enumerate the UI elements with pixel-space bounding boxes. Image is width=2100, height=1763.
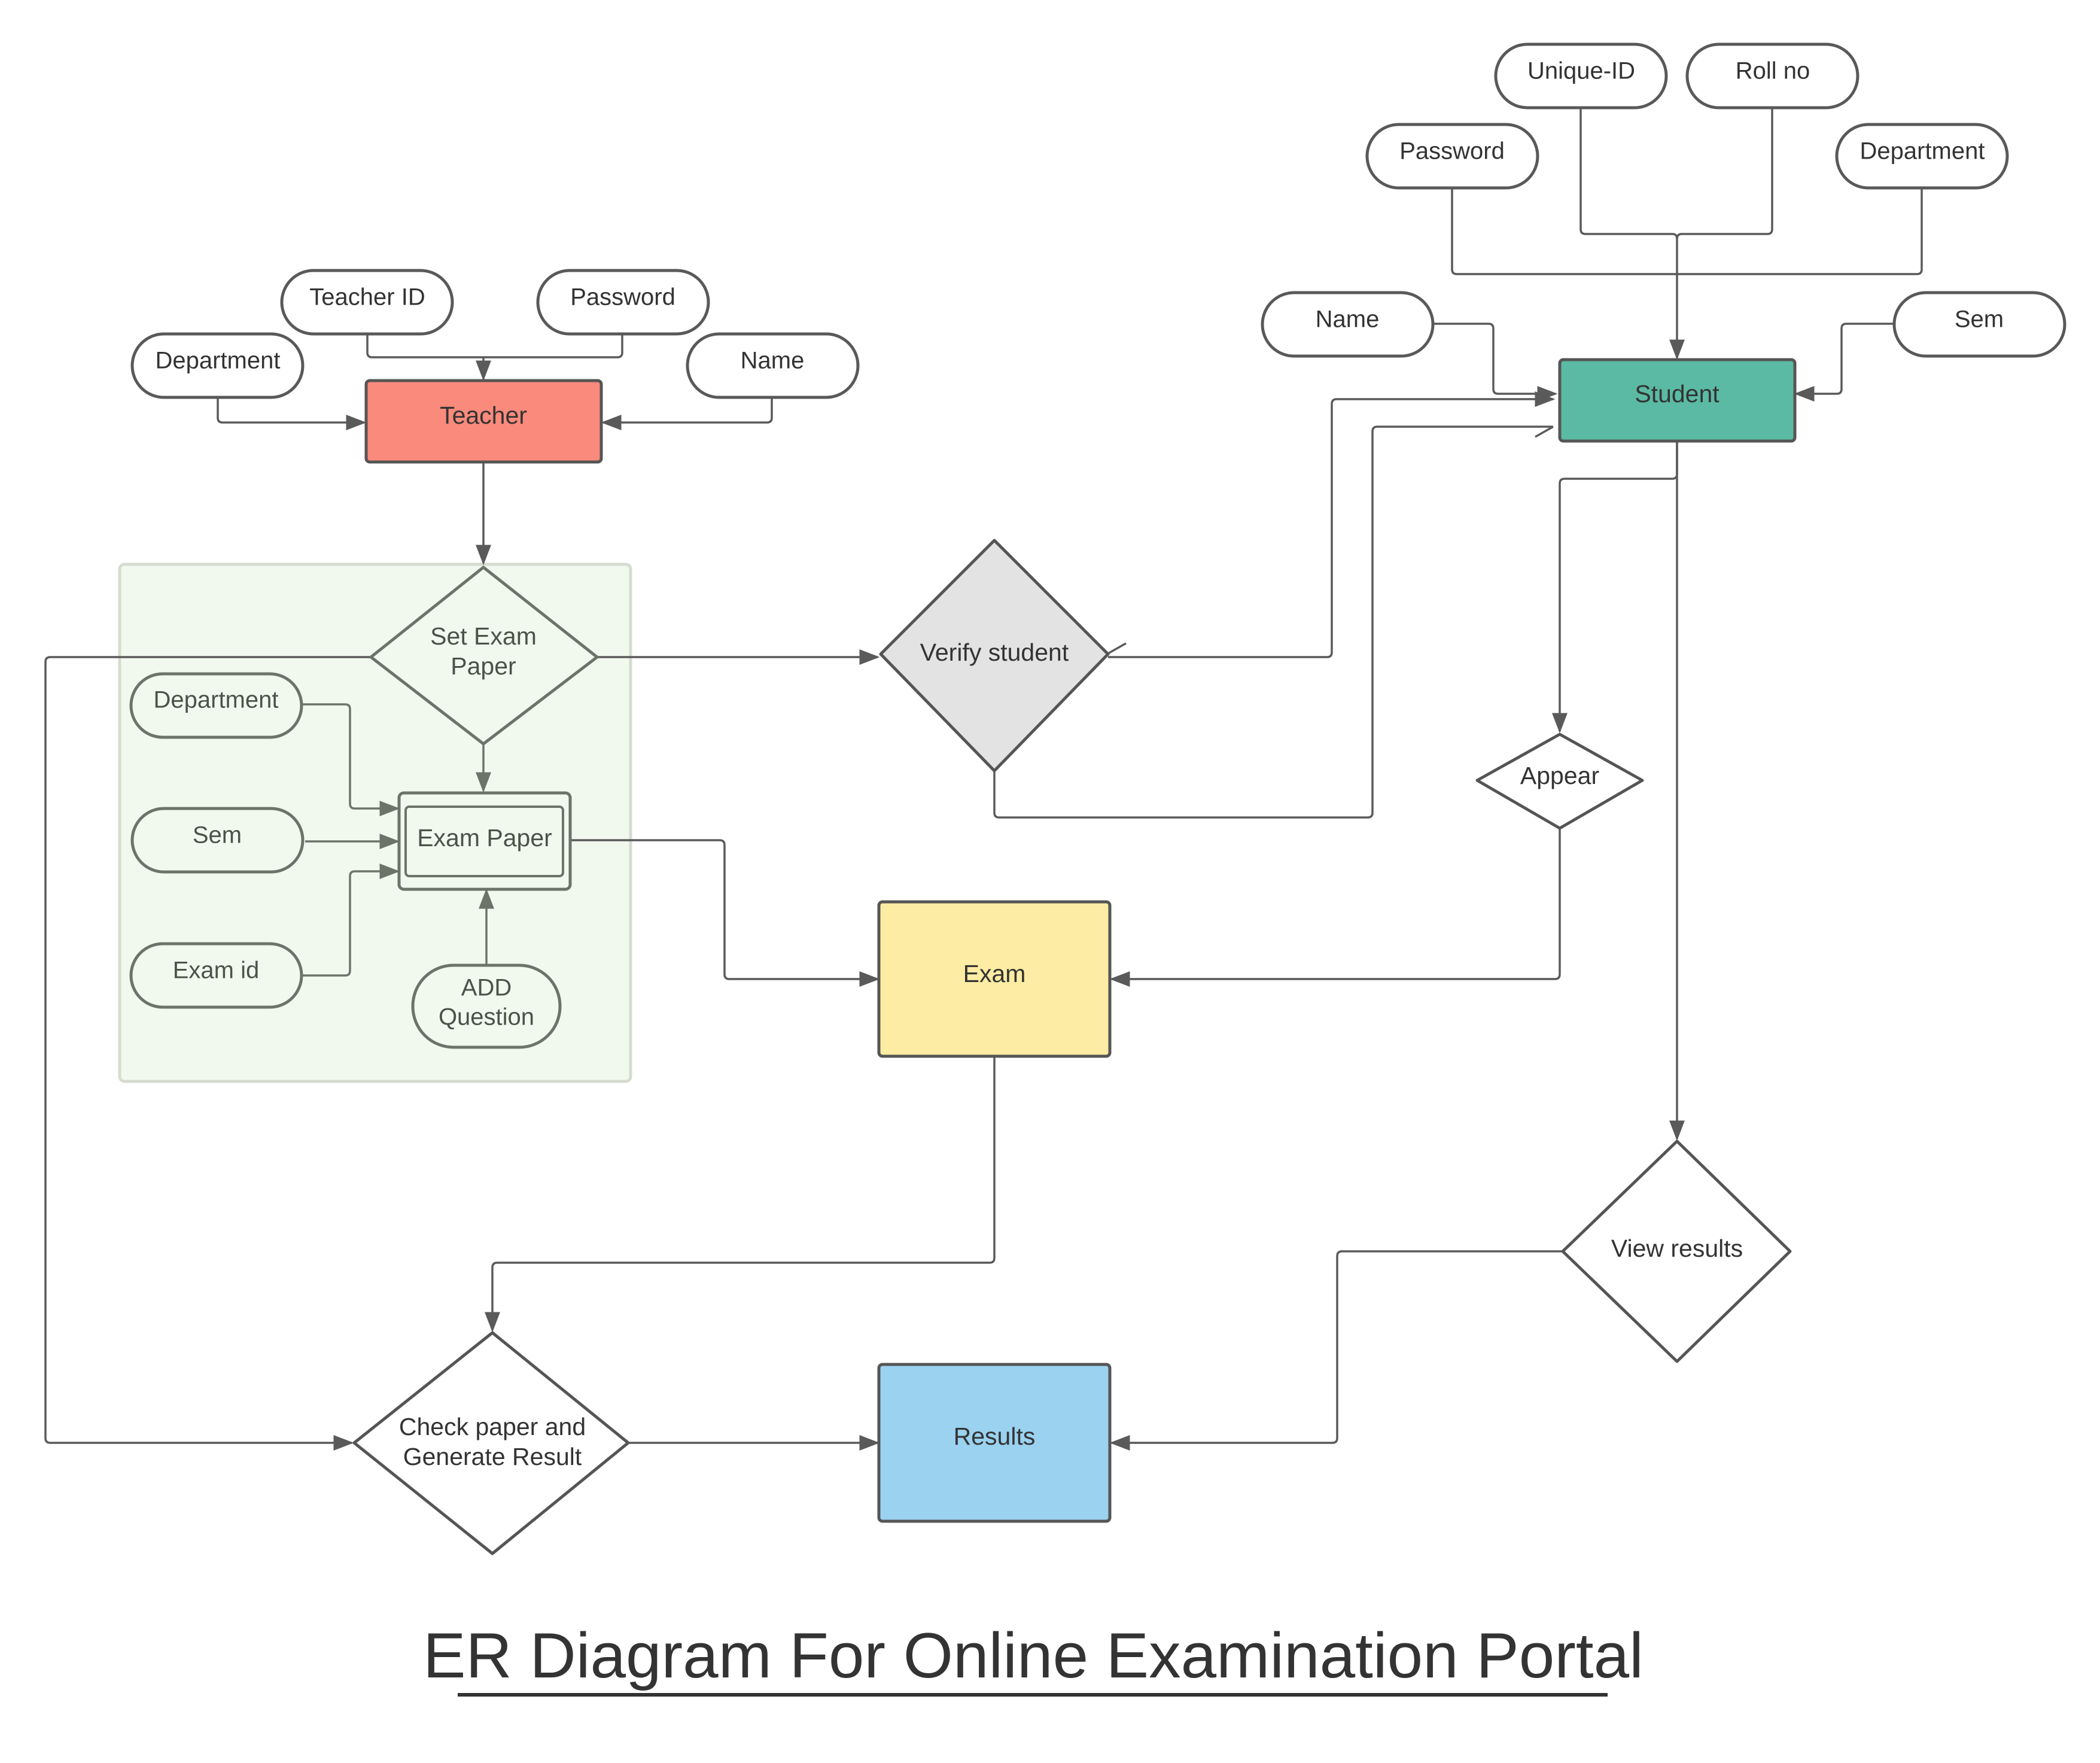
entity-results: Results <box>877 1363 1112 1523</box>
edge-verify-student-lower <box>993 425 1553 819</box>
edge-verify-tick <box>1107 642 1127 655</box>
teacher-attr-password: Password <box>536 269 710 336</box>
edge-sem-student <box>1794 323 1893 402</box>
edge-uniqueid-student <box>1579 108 1685 360</box>
student-attr-roll-no: Roll no <box>1685 42 1859 110</box>
rel-check-paper-label-line2: Generate Result <box>403 1443 582 1470</box>
exam-paper-attr-department-label: Department <box>154 687 279 713</box>
rel-appear: Appear <box>1475 732 1644 830</box>
edge-appear-exam <box>1109 828 1561 987</box>
rel-view-results-label: View results <box>1611 1235 1743 1262</box>
edge-rollno-student <box>1676 108 1773 239</box>
entity-teacher-label: Teacher <box>440 402 527 429</box>
student-attr-password-label: Password <box>1399 138 1505 165</box>
rel-set-exam-paper: Set Exam Paper <box>369 566 599 746</box>
diagram-title: ER Diagram For Online Examination Portal <box>423 1619 1644 1691</box>
student-attr-unique-id: Unique-ID <box>1494 42 1668 110</box>
rel-check-paper: Check paper and Generate Result <box>352 1331 630 1555</box>
entity-exam: Exam <box>877 900 1112 1058</box>
rel-verify-student: Verify student <box>879 539 1110 773</box>
student-attr-department-label: Department <box>1860 138 1985 165</box>
edge-ep-examid-exampaper <box>301 864 400 977</box>
teacher-attr-department: Department <box>130 332 305 399</box>
rel-set-exam-paper-label-line1: Set Exam <box>430 622 537 650</box>
teacher-attr-teacher-id: Teacher ID <box>280 269 454 336</box>
exam-paper-attr-sem: Sem <box>130 807 305 874</box>
rel-verify-student-label: Verify student <box>920 639 1069 666</box>
entity-results-label: Results <box>954 1422 1036 1450</box>
exam-paper-attr-add-question-line2: Question <box>439 1004 534 1031</box>
rel-view-results: View results <box>1561 1139 1792 1363</box>
teacher-attr-name: Name <box>686 332 860 399</box>
exam-paper-attr-add-question-line1: ADD <box>461 975 512 1001</box>
edge-teacher-id-teacher <box>366 335 491 381</box>
edge-setexam-checkpaper <box>44 656 370 1451</box>
edge-verify-student <box>1108 391 1556 658</box>
teacher-attr-department-label: Department <box>156 348 281 374</box>
entity-student-label: Student <box>1635 380 1719 408</box>
student-attr-name: Name <box>1261 291 1435 358</box>
teacher-attr-name-label: Name <box>741 348 805 374</box>
student-attr-unique-id-label: Unique-ID <box>1527 58 1635 84</box>
edge-teacher-name-teacher <box>601 398 773 430</box>
student-attr-name-label: Name <box>1316 306 1380 333</box>
student-attr-sem-label: Sem <box>1955 306 2004 333</box>
edge-exampaper-exam <box>571 839 880 987</box>
rel-check-paper-label-line1: Check paper and <box>399 1413 586 1440</box>
rel-appear-label: Appear <box>1520 762 1599 789</box>
edge-viewresults-results <box>1109 1250 1563 1451</box>
edge-student-tick <box>1535 425 1554 438</box>
edges <box>44 108 1923 1451</box>
teacher-attr-teacher-id-label: Teacher ID <box>309 284 425 311</box>
student-attr-roll-no-label: Roll no <box>1736 58 1810 84</box>
entity-exam-paper: Exam Paper <box>397 791 572 891</box>
exam-paper-attr-add-question: ADD Question <box>411 963 562 1049</box>
exam-paper-attr-sem-label: Sem <box>193 822 242 849</box>
exam-paper-attr-exam-id-label: Exam id <box>173 958 260 984</box>
edge-teacher-password-teacher <box>483 335 623 358</box>
student-attr-sem: Sem <box>1892 291 2066 358</box>
entity-exam-paper-label: Exam Paper <box>417 824 552 852</box>
edge-ep-dept-exampaper <box>301 703 400 816</box>
edge-student-appear <box>1552 441 1678 734</box>
entity-teacher: Teacher <box>364 379 603 464</box>
rel-set-exam-paper-label-line2: Paper <box>451 652 516 680</box>
student-attr-department: Department <box>1835 123 2009 190</box>
teacher-attr-password-label: Password <box>570 284 675 311</box>
exam-paper-attr-department: Department <box>129 672 303 739</box>
edge-teacher-dept-teacher <box>217 398 367 430</box>
entity-exam-label: Exam <box>963 960 1026 987</box>
entity-student: Student <box>1558 358 1797 443</box>
edge-exam-checkpaper <box>485 1057 996 1333</box>
student-attr-password: Password <box>1365 123 1539 190</box>
exam-paper-attr-exam-id: Exam id <box>129 942 303 1009</box>
edge-name-student <box>1432 323 1558 402</box>
edge-password-student <box>1451 187 1923 275</box>
